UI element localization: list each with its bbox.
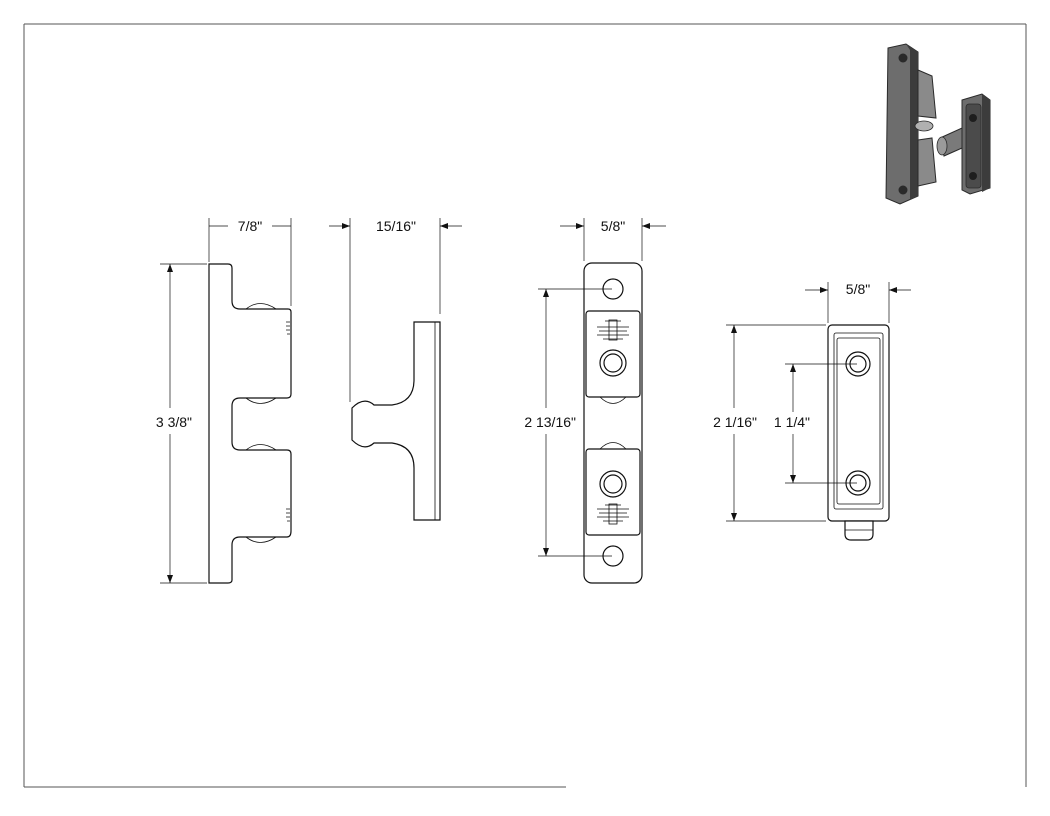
- dimension-side-width: 7/8": [208, 218, 292, 306]
- strike-plate-view: [827, 324, 890, 541]
- dimension-strike-height: 2 1/16": [713, 324, 826, 522]
- dimension-catch-depth: 15/16": [329, 218, 462, 402]
- label-side-width: 7/8": [238, 218, 262, 234]
- label-catch-depth: 15/16": [376, 218, 416, 234]
- dimension-side-height: 3 3/8": [156, 263, 207, 584]
- dimension-front-hole-spacing: 2 13/16": [524, 288, 612, 557]
- product-render-image: [885, 43, 991, 205]
- label-strike-hole-spacing: 1 1/4": [774, 414, 810, 430]
- dimension-strike-hole-spacing: 1 1/4": [774, 363, 857, 484]
- dimension-front-width: 5/8": [560, 218, 666, 261]
- sheet-border: [23, 23, 1027, 788]
- label-front-hole-spacing: 2 13/16": [524, 414, 576, 430]
- catch-profile-view: [351, 321, 441, 521]
- label-side-height: 3 3/8": [156, 414, 192, 430]
- dimension-strike-width: 5/8": [805, 281, 911, 323]
- label-front-width: 5/8": [601, 218, 625, 234]
- front-view: [583, 262, 643, 584]
- side-view: [208, 263, 292, 584]
- label-strike-height: 2 1/16": [713, 414, 757, 430]
- label-strike-width: 5/8": [846, 281, 870, 297]
